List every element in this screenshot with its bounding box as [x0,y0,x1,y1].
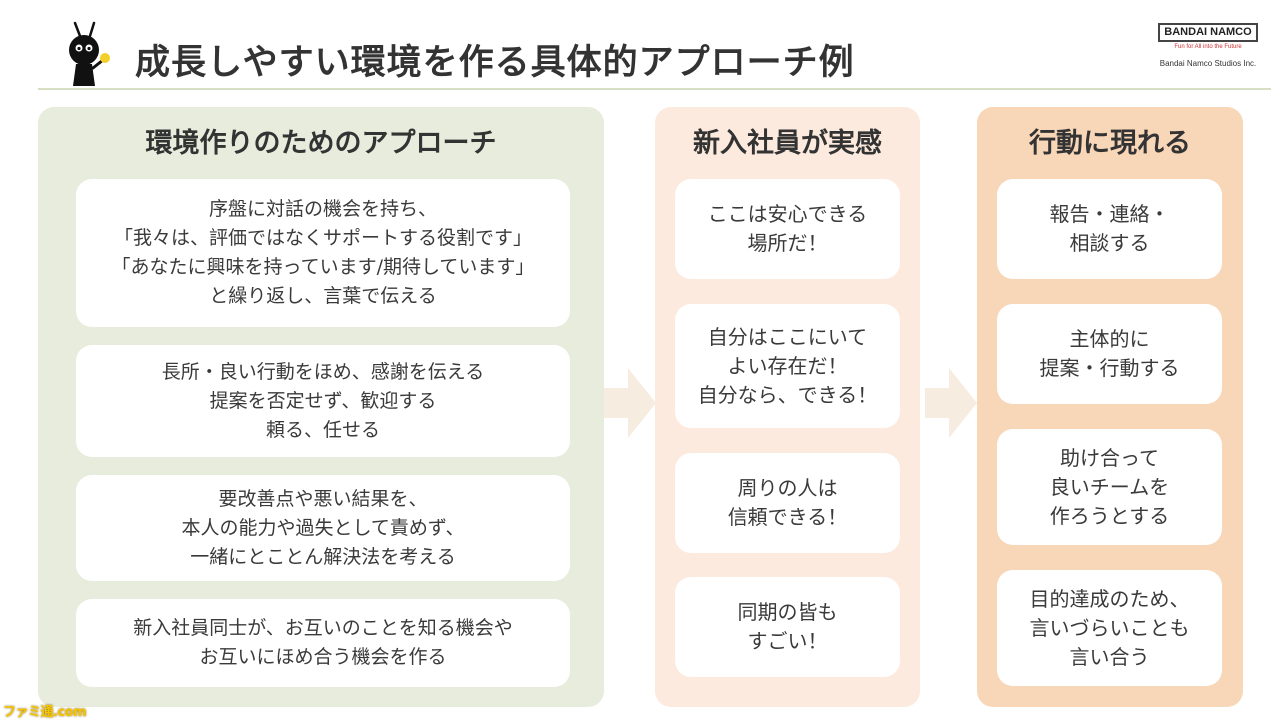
logo-tagline: Fun for All into the Future [1174,44,1242,50]
card-line: 言いづらいことも [1029,615,1190,640]
card-line: 良いチームを [1049,474,1170,499]
feeling-panel: 新入社員が実感 ここは安心できる 場所だ！ 自分はここにいて よい存在だ！ 自分… [655,107,920,707]
card-line: 一緒にとことん解決法を考える [190,545,456,568]
card-line: 要改善点や悪い結果を、 [218,487,428,510]
approach-card-3: 要改善点や悪い結果を、 本人の能力や過失として責めず、 一緒にとことん解決法を考… [76,475,570,581]
card-line: 作ろうとする [1049,503,1170,528]
card-line: 「我々は、評価ではなくサポートする役割です」 [113,227,532,249]
bandai-namco-logo: BANDAI NAMCO Fun for All into the Future… [1148,20,1268,80]
card-line: 提案を否定せず、歓迎する [209,389,437,412]
approach-panel-heading: 環境作りのためのアプローチ [145,128,497,159]
card-line: 報告・連絡・ [1049,202,1170,226]
card-line: 周りの人は [737,476,838,500]
card-line: 助け合って [1060,445,1159,470]
card-line: 場所だ！ [747,231,828,255]
behavior-card-4: 目的達成のため、 言いづらいことも 言い合う [997,570,1222,686]
card-line: 言い合う [1069,644,1150,669]
arrow-right-icon [925,368,977,438]
card-line: 目的達成のため、 [1029,586,1190,611]
feeling-card-4: 同期の皆も すごい！ [675,577,900,677]
card-line: ここは安心できる [707,202,868,226]
approach-card-1: 序盤に対話の機会を持ち、 「我々は、評価ではなくサポートする役割です」 「あなた… [76,179,570,327]
feeling-card-3: 周りの人は 信頼できる！ [675,453,900,553]
title-divider [38,88,1271,90]
card-line: 「あなたに興味を持っています/期待しています」 [111,256,535,278]
card-line: と繰り返し、言葉で伝える [209,285,437,307]
feeling-card-2: 自分はここにいて よい存在だ！ 自分なら、できる！ [675,304,900,428]
card-line: すごい！ [747,629,828,653]
card-line: よい存在だ！ [727,353,848,378]
card-line: 自分なら、できる！ [697,382,878,407]
arrow-right-icon [604,368,656,438]
card-line: 相談する [1069,231,1150,255]
mascot-icon [69,21,110,86]
approach-panel: 環境作りのためのアプローチ 序盤に対話の機会を持ち、 「我々は、評価ではなくサポ… [38,107,604,707]
approach-card-4: 新入社員同士が、お互いのことを知る機会や お互いにほめ合う機会を作る [76,599,570,687]
behavior-panel-heading: 行動に現れる [1029,128,1191,159]
page-title: 成長しやすい環境を作る具体的アプローチ例 [135,43,855,83]
card-line: 本人の能力や過失として責めず、 [181,516,465,539]
card-line: 同期の皆も [737,600,838,624]
feeling-card-1: ここは安心できる 場所だ！ [675,179,900,279]
card-line: 序盤に対話の機会を持ち、 [208,198,437,220]
card-line: 提案・行動する [1039,356,1180,380]
card-line: 長所・良い行動をほめ、感謝を伝える [161,360,485,383]
card-line: 自分はここにいて [707,324,868,349]
logo-studio-name: Bandai Namco Studios Inc. [1159,59,1257,68]
card-line: 主体的に [1069,327,1150,351]
feeling-panel-heading: 新入社員が実感 [693,128,882,159]
behavior-card-1: 報告・連絡・ 相談する [997,179,1222,279]
logo-brand: BANDAI NAMCO [1158,23,1258,42]
card-line: 頼る、任せる [265,418,380,441]
watermark: ファミ通.com [3,705,87,720]
behavior-panel: 行動に現れる 報告・連絡・ 相談する 主体的に 提案・行動する 助け合って 良い… [977,107,1243,707]
behavior-card-3: 助け合って 良いチームを 作ろうとする [997,429,1222,545]
behavior-card-2: 主体的に 提案・行動する [997,304,1222,404]
card-line: 新入社員同士が、お互いのことを知る機会や [133,617,513,639]
approach-card-2: 長所・良い行動をほめ、感謝を伝える 提案を否定せず、歓迎する 頼る、任せる [76,345,570,457]
card-line: 信頼できる！ [727,505,848,529]
card-line: お互いにほめ合う機会を作る [199,646,447,668]
